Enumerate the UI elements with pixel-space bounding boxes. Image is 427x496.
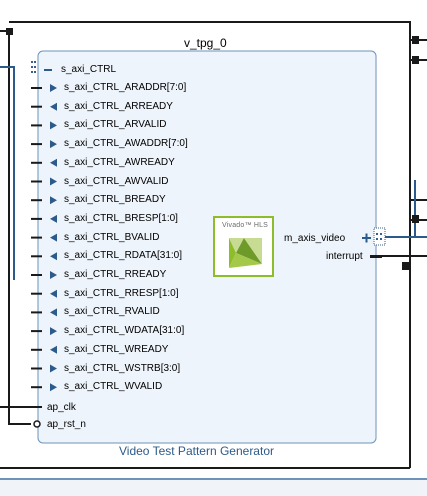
axi-arrows	[50, 84, 57, 392]
s-axi-ctrl-net[interactable]	[0, 66, 15, 280]
net-junction	[6, 28, 13, 35]
collapse-minus-icon[interactable]	[44, 69, 52, 71]
ap-clk-label: ap_clk	[47, 402, 76, 413]
axi-port-pin[interactable]	[31, 311, 42, 314]
axi-port-label: s_axi_CTRL_WSTRB[3:0]	[64, 362, 181, 374]
axi-port-pin[interactable]	[31, 87, 42, 89]
ap-rst-n-label: ap_rst_n	[47, 419, 86, 430]
ap-rst-n-net[interactable]	[0, 30, 31, 425]
output-arrow-icon	[50, 252, 57, 261]
input-arrow-icon	[50, 196, 57, 205]
axi-port-pin[interactable]	[31, 180, 42, 183]
net-junction	[412, 36, 419, 44]
axi-port-label: s_axi_CTRL_ARVALID	[64, 119, 167, 131]
input-arrow-icon	[50, 327, 57, 336]
net-junction	[412, 56, 419, 64]
output-arrow-icon	[50, 214, 57, 223]
axi-port-label: s_axi_CTRL_ARREADY	[64, 100, 173, 112]
axi-port-label: s_axi_CTRL_WDATA[31:0]	[64, 325, 185, 337]
output-arrow-icon	[50, 158, 57, 167]
axi-port-label: s_axi_CTRL_ARADDR[7:0]	[64, 82, 187, 93]
canvas-bottom-divider	[0, 478, 427, 480]
outer-net-top[interactable]	[9, 21, 411, 468]
net-junction	[412, 215, 419, 223]
axi-port-pin[interactable]	[31, 199, 42, 202]
axi-port-pin[interactable]	[31, 217, 42, 220]
output-arrow-icon	[50, 233, 57, 242]
output-arrow-icon	[50, 289, 57, 298]
axi-port-label: s_axi_CTRL_AWVALID	[64, 175, 169, 187]
axi-port-label: s_axi_CTRL_RVALID	[64, 306, 160, 318]
axi-port-label: s_axi_CTRL_AWREADY	[64, 156, 175, 168]
axi-port-pin[interactable]	[31, 236, 42, 239]
input-arrow-icon	[50, 271, 57, 279]
axi-port-label: s_axi_CTRL_BVALID	[64, 231, 160, 243]
input-arrow-icon	[50, 177, 57, 186]
input-arrow-icon	[50, 364, 57, 373]
canvas-bottom-strip	[0, 480, 427, 496]
input-arrow-icon	[50, 121, 57, 130]
axi-port-pin[interactable]	[31, 161, 42, 164]
output-arrow-icon	[50, 345, 57, 354]
axi-port-pin[interactable]	[31, 348, 42, 351]
bus-interface-label[interactable]: s_axi_CTRL	[61, 64, 117, 75]
axi-port-pin[interactable]	[31, 105, 42, 108]
axi-port-label: s_axi_CTRL_WREADY	[64, 343, 169, 355]
axi-port-pin[interactable]	[31, 292, 42, 295]
ip-block-body[interactable]	[37, 50, 377, 444]
output-arrow-icon	[50, 102, 57, 111]
axi-port-label: s_axi_CTRL_BRESP[1:0]	[64, 212, 178, 224]
input-arrow-icon	[50, 140, 57, 149]
axi-port-pin[interactable]	[31, 330, 42, 333]
output-pin-icon[interactable]	[370, 255, 382, 258]
vivado-hls-logo	[213, 216, 274, 277]
axi-port-pin[interactable]	[31, 274, 42, 276]
axi-port-pin[interactable]	[31, 386, 42, 389]
axi-port-label: s_axi_CTRL_RRESP[1:0]	[64, 287, 179, 299]
axi-port-pin[interactable]	[31, 367, 42, 370]
input-arrow-icon	[50, 383, 57, 392]
axi-port-label: s_axi_CTRL_RDATA[31:0]	[64, 250, 183, 262]
vivado-hls-label: Vivado™ HLS	[222, 222, 269, 229]
axi-pins	[31, 87, 42, 389]
axi-port-pin[interactable]	[31, 124, 42, 127]
expand-plus-icon[interactable]	[362, 233, 371, 243]
output-arrow-icon	[50, 308, 57, 317]
inverted-reset-icon[interactable]	[33, 420, 41, 428]
axi-port-label: s_axi_CTRL_AWADDR[7:0]	[64, 138, 188, 150]
net-junction	[402, 262, 409, 270]
interrupt-label: interrupt	[326, 251, 363, 262]
input-arrow-icon	[50, 84, 57, 92]
block-description: Video Test Pattern Generator	[119, 444, 274, 458]
axi-port-label: s_axi_CTRL_BREADY	[64, 194, 166, 206]
axi-port-pin[interactable]	[31, 143, 42, 146]
m-axis-video-pin[interactable]	[373, 227, 386, 246]
axi-port-pin[interactable]	[31, 255, 42, 258]
bus-interface-handle[interactable]	[31, 61, 36, 73]
block-instance-name: v_tpg_0	[184, 36, 227, 50]
axi-port-label: s_axi_CTRL_WVALID	[64, 381, 163, 393]
axi-port-label: s_axi_CTRL_RREADY	[64, 269, 167, 280]
m-axis-video-label: m_axis_video	[284, 233, 346, 244]
